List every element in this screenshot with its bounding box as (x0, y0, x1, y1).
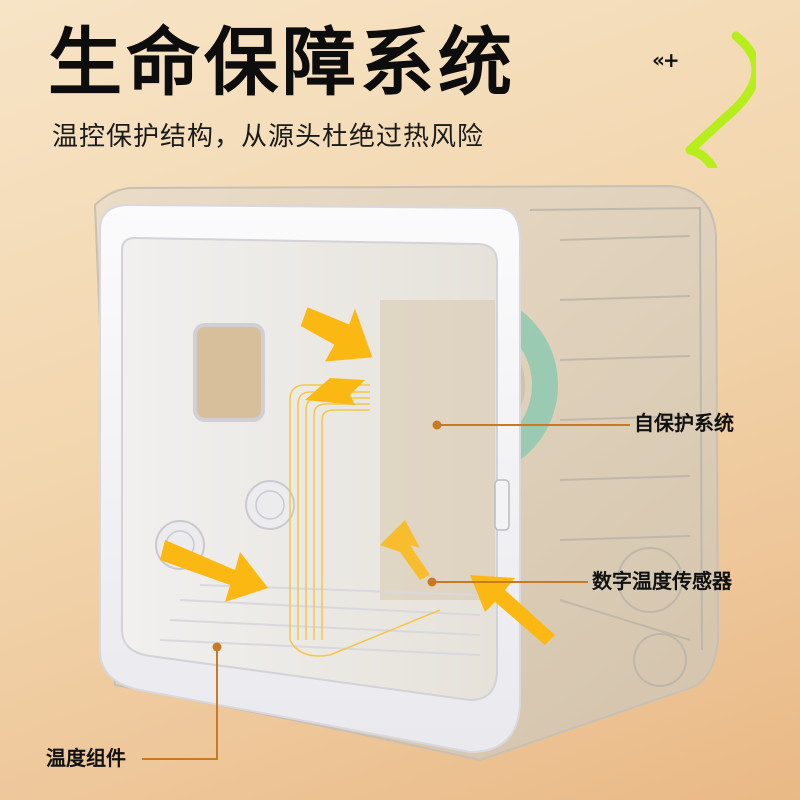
callout-lines (142, 420, 630, 760)
page-title: 生命保障系统 (48, 20, 516, 106)
page-subtitle: 温控保护结构，从源头杜绝过热风险 (52, 122, 485, 152)
airflow-arrows (160, 307, 555, 645)
callout-temperature-component-label: 温度组件 (46, 746, 126, 770)
callout-self-protection-label: 自保护系统 (634, 411, 734, 435)
brand-swoosh-icon (685, 31, 756, 168)
callout-digital-temp-sensor-label: 数字温度传感器 (592, 569, 732, 593)
brand-logo-text: «+ (652, 48, 680, 72)
